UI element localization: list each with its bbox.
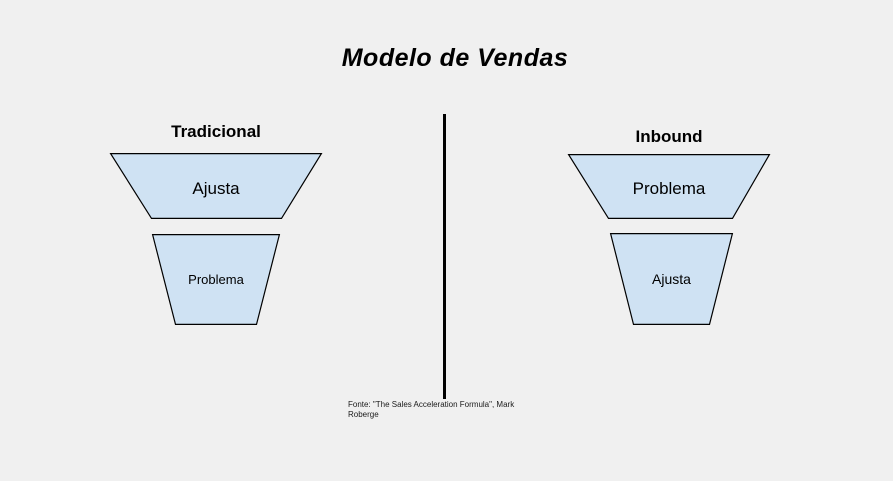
funnel-stage-inbound-bottom: Ajusta — [609, 233, 734, 326]
trapezoid-polygon — [567, 154, 771, 220]
trapezoid-polygon — [609, 233, 734, 326]
stage-label-traditional-bottom: Problema — [188, 272, 244, 287]
stage-label-inbound-bottom: Ajusta — [652, 271, 691, 287]
divider-line — [443, 114, 446, 399]
trapezoid-shape — [609, 233, 734, 326]
funnel-heading-inbound: Inbound — [635, 127, 703, 146]
trapezoid-shape — [151, 234, 281, 326]
trapezoid-polygon — [151, 234, 281, 326]
trapezoid-shape — [109, 153, 323, 220]
slide-title: Modelo de Vendas — [341, 44, 569, 72]
stage-label-traditional-top: Ajusta — [192, 178, 240, 198]
funnel-stage-inbound-top: Problema — [567, 154, 771, 220]
funnel-heading-traditional: Tradicional — [171, 122, 261, 141]
source-footnote: Fonte: "The Sales Acceleration Formula",… — [348, 400, 515, 419]
funnel-stage-traditional-top: Ajusta — [109, 153, 323, 220]
trapezoid-shape — [567, 154, 771, 220]
trapezoid-polygon — [109, 153, 323, 220]
stage-label-inbound-top: Problema — [632, 178, 706, 198]
funnel-stage-traditional-bottom: Problema — [151, 234, 281, 326]
